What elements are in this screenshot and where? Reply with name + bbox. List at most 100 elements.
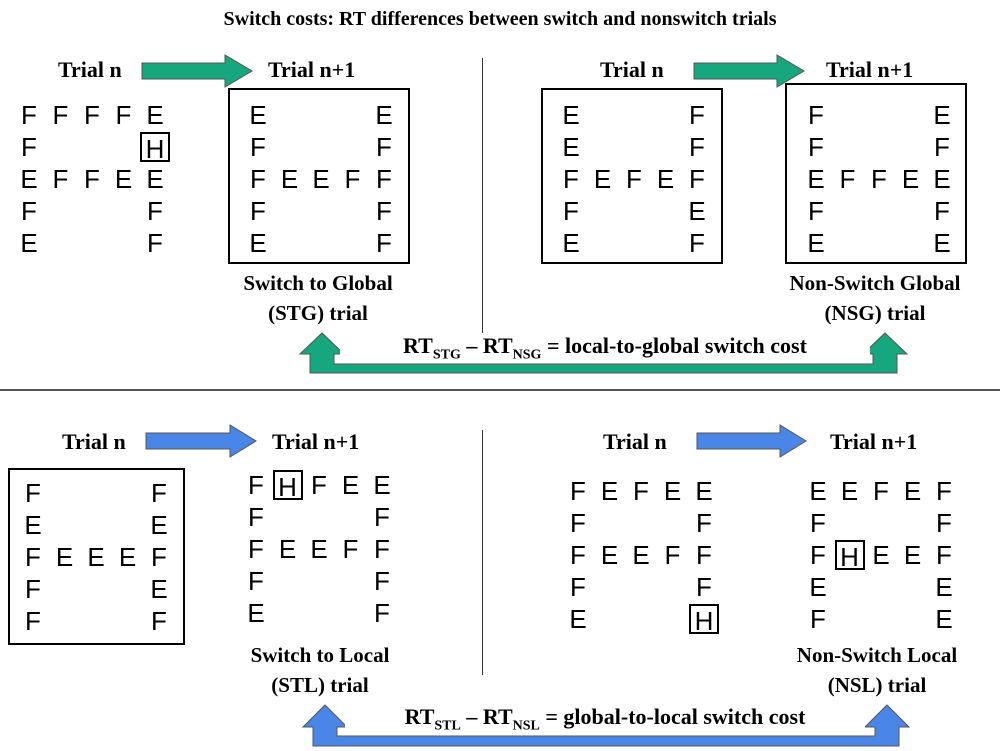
bottom-local-n-letter: F bbox=[570, 572, 586, 602]
top-global-n-letter: F bbox=[563, 164, 579, 194]
bottom-left-trial-arrow bbox=[145, 424, 257, 458]
bottom-global-n-letter: E bbox=[118, 542, 137, 572]
bottom-global-n-letter: F bbox=[25, 574, 41, 604]
bottom-nsl-letter: F bbox=[810, 604, 826, 634]
top-stg-letter: F bbox=[376, 164, 392, 194]
bottom-stl-letter: F bbox=[248, 566, 264, 596]
bottom-local-n-letter: F bbox=[696, 508, 712, 538]
top-nsg-letter: F bbox=[808, 196, 824, 226]
top-global-n-letter: F bbox=[626, 164, 642, 194]
figure-title: Switch costs: RT differences between swi… bbox=[223, 8, 777, 30]
top-global-n-letter: E bbox=[562, 132, 580, 162]
bottom-local-n-target-letter: H bbox=[689, 604, 719, 636]
bottom-nsl-letter: F bbox=[810, 508, 826, 538]
bottom-stl-target-letter: H bbox=[272, 470, 303, 502]
top-local-n-letter: E bbox=[114, 164, 133, 194]
top-stg-letter: F bbox=[344, 164, 361, 194]
top-global-n-letter: F bbox=[689, 228, 705, 258]
bottom-stl-letter: F bbox=[374, 598, 390, 628]
top-stg-letter: E bbox=[249, 100, 267, 130]
bottom-stl-letter: F bbox=[248, 502, 264, 532]
bottom-local-n-letter: F bbox=[570, 540, 586, 570]
top-nsg-letter: F bbox=[808, 132, 824, 162]
nsg-caption-line1: Non-Switch Global bbox=[789, 271, 961, 295]
top-local-n-letter: F bbox=[21, 100, 37, 130]
bottom-nsl-letter: E bbox=[840, 476, 859, 506]
top-stg-letter: E bbox=[249, 228, 267, 258]
bottom-nsl-target-letter: H bbox=[834, 540, 865, 572]
stg-frame bbox=[228, 88, 410, 264]
bottom-nsl-letter: E bbox=[935, 572, 953, 602]
top-local-n-letter: F bbox=[147, 228, 163, 258]
nsl-caption-line1: Non-Switch Local bbox=[796, 643, 958, 667]
nsg-frame bbox=[785, 83, 967, 264]
bottom-formula: RTSTL – RTNSL = global-to-local switch c… bbox=[345, 704, 865, 735]
top-global-n-letter: F bbox=[689, 164, 705, 194]
top-global-n-letter: F bbox=[689, 100, 705, 130]
top-local-n-letter: F bbox=[147, 196, 163, 226]
bottom-nsl-letter: F bbox=[873, 476, 889, 506]
top-bracket-arrow bbox=[298, 332, 909, 374]
top-left-trial-n-label: Trial n bbox=[58, 57, 122, 82]
bottom-global-n-letter: F bbox=[151, 478, 167, 508]
bottom-nsl-letter: E bbox=[935, 604, 953, 634]
top-left-trial-arrow bbox=[141, 54, 253, 88]
bottom-local-n-letter: F bbox=[570, 476, 586, 506]
bottom-local-n-letter: E bbox=[600, 540, 619, 570]
stg-caption: Switch to Global (STG) trial bbox=[198, 268, 438, 328]
top-stg-letter: F bbox=[250, 132, 266, 162]
bottom-stl-letter: F bbox=[342, 534, 359, 564]
bottom-local-n-letter: E bbox=[569, 604, 587, 634]
top-nsg-letter: F bbox=[808, 100, 824, 130]
bottom-nsl-letter: E bbox=[903, 540, 922, 570]
top-left-trial-n1-label: Trial n+1 bbox=[268, 57, 356, 82]
top-nsg-letter: F bbox=[839, 164, 856, 194]
top-nsg-letter: E bbox=[807, 228, 825, 258]
top-right-trial-arrow bbox=[693, 54, 805, 88]
top-nsg-letter: E bbox=[933, 228, 951, 258]
top-nsg-letter: E bbox=[933, 164, 951, 194]
bottom-stl-letter: F bbox=[311, 470, 327, 500]
top-global-n-letter: F bbox=[689, 132, 705, 162]
bottom-nsl-letter: F bbox=[936, 540, 952, 570]
bottom-bracket-arrow bbox=[301, 704, 911, 747]
top-nsg-letter: F bbox=[934, 196, 950, 226]
top-local-n-target-letter: H bbox=[140, 132, 170, 164]
stl-caption: Switch to Local (STL) trial bbox=[200, 640, 440, 700]
top-stg-letter: E bbox=[280, 164, 299, 194]
bottom-global-n-letter: F bbox=[151, 606, 167, 636]
bottom-right-trial-n-label: Trial n bbox=[603, 429, 667, 454]
top-global-n-letter: E bbox=[688, 196, 706, 226]
top-stg-letter: E bbox=[312, 164, 330, 194]
top-local-n-letter: F bbox=[52, 164, 69, 194]
top-nsg-letter: F bbox=[934, 132, 950, 162]
bottom-global-n-letter: F bbox=[151, 542, 167, 572]
bottom-right-trial-n1-label: Trial n+1 bbox=[830, 429, 918, 454]
top-local-n-letter: F bbox=[21, 132, 37, 162]
bottom-nsl-letter: E bbox=[809, 572, 827, 602]
bottom-global-n-letter: E bbox=[87, 542, 105, 572]
bottom-global-n-letter: E bbox=[150, 510, 168, 540]
bottom-stl-letter: E bbox=[247, 598, 265, 628]
bottom-center-divider bbox=[482, 430, 483, 675]
nsg-caption: Non-Switch Global (NSG) trial bbox=[755, 268, 995, 328]
bottom-local-n-letter: F bbox=[664, 540, 681, 570]
nsl-caption-line2: (NSL) trial bbox=[827, 673, 927, 697]
bottom-right-trial-arrow bbox=[696, 424, 807, 458]
top-stg-letter: F bbox=[250, 196, 266, 226]
bottom-stl-letter: E bbox=[373, 470, 391, 500]
bottom-global-n-letter: E bbox=[150, 574, 168, 604]
bottom-global-n-letter: F bbox=[25, 478, 41, 508]
top-global-n-letter: E bbox=[562, 100, 580, 130]
stg-caption-line1: Switch to Global bbox=[243, 271, 393, 295]
top-local-n-letter: F bbox=[84, 100, 100, 130]
top-global-n-frame bbox=[541, 88, 723, 264]
bottom-stl-letter: F bbox=[248, 470, 264, 500]
bottom-global-n-letter: E bbox=[24, 510, 42, 540]
top-local-n-letter: F bbox=[52, 100, 69, 130]
bottom-local-n-letter: F bbox=[633, 476, 649, 506]
top-stg-letter: F bbox=[376, 132, 392, 162]
bottom-stl-letter: E bbox=[310, 534, 328, 564]
top-nsg-letter: E bbox=[901, 164, 920, 194]
